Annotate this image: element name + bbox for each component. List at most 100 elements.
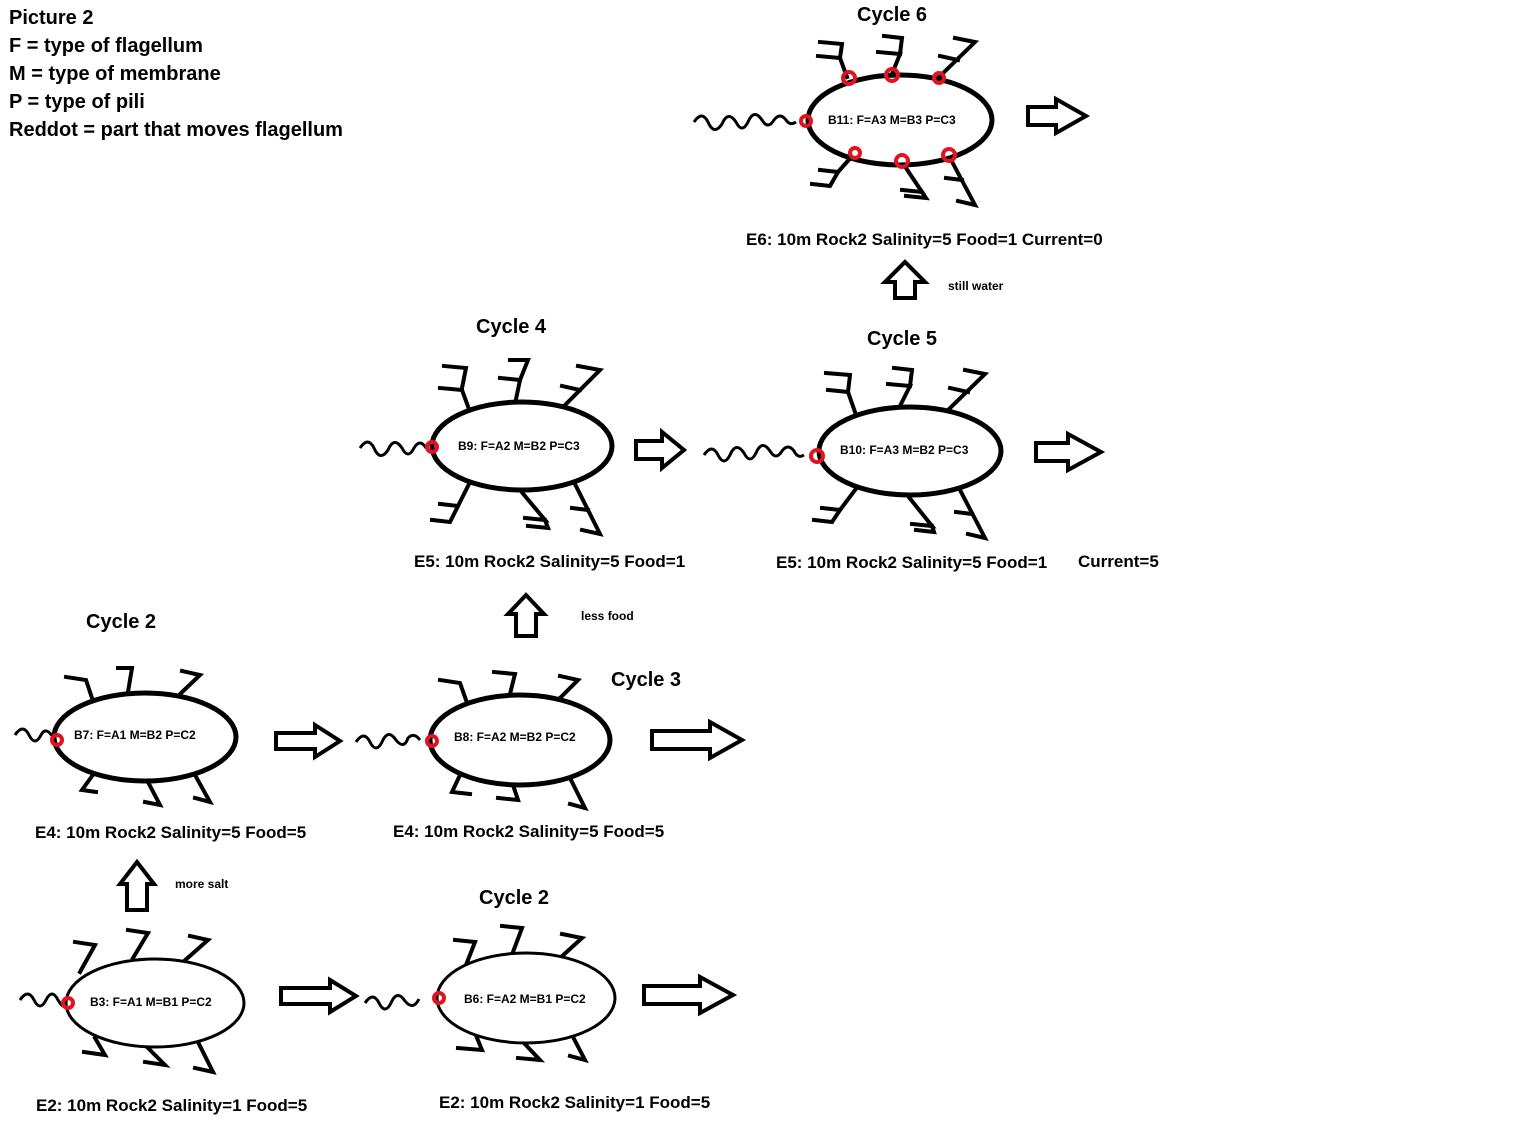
pilus (823, 370, 853, 395)
env-e5-right: E5: 10m Rock2 Salinity=5 Food=1 (776, 553, 1047, 572)
cycle-2-bottom: Cycle 2 (479, 887, 549, 909)
pilus (953, 509, 975, 517)
legend-title: Picture 2 (9, 7, 93, 29)
pilus (455, 1030, 486, 1053)
pilus (448, 772, 473, 797)
arrow-right-icon (650, 718, 747, 762)
motor-dot (50, 733, 64, 747)
membrane (429, 399, 615, 493)
legend-flagellum: F = type of flagellum (9, 35, 203, 57)
pilus (557, 931, 587, 961)
env-e4-left: E4: 10m Rock2 Salinity=5 Food=5 (35, 823, 306, 842)
flagellum (18, 992, 68, 1008)
arrow-up-icon (503, 592, 549, 638)
pilus (825, 387, 858, 415)
pilus (819, 487, 858, 513)
pilus (437, 479, 473, 509)
pilus (567, 775, 589, 812)
pilus (559, 383, 583, 393)
arrow-right-icon (279, 976, 360, 1016)
pilus (63, 674, 95, 701)
transition-still-water: still water (948, 279, 1004, 293)
bacterium-b11: B11: F=A3 M=B3 P=C3 (692, 33, 995, 208)
pilus (817, 39, 845, 61)
pilus (885, 381, 914, 409)
pilus (180, 933, 213, 965)
pilus (429, 503, 461, 525)
pilus (78, 769, 99, 795)
pilus (946, 153, 979, 208)
pilus (891, 365, 915, 389)
pilus (569, 505, 591, 513)
pilus (499, 923, 525, 955)
env-e5-left: E5: 10m Rock2 Salinity=5 Food=1 (414, 552, 685, 571)
flagellum (702, 444, 805, 463)
motor-dot (894, 153, 910, 169)
legend: Picture 2 F = type of flagellum M = type… (9, 7, 343, 141)
pilus (125, 927, 152, 961)
bacterium-b9: B9: F=A2 M=B2 P=C3 (358, 358, 615, 537)
pilus (567, 1032, 589, 1064)
membrane (427, 692, 613, 788)
pilus (881, 33, 905, 57)
flagellum (692, 113, 797, 131)
pilus (437, 385, 473, 415)
cell-label-b3: B3: F=A1 M=B1 P=C2 (90, 995, 212, 1009)
pilus (495, 779, 521, 803)
cell-label-b7: B7: F=A1 M=B2 P=C2 (74, 728, 196, 742)
membrane (435, 951, 617, 1045)
pilus (935, 35, 980, 81)
motor-dot (941, 147, 957, 163)
pilus (555, 673, 582, 703)
motor-dot (61, 996, 75, 1010)
motor-dot (425, 440, 439, 454)
pilus (192, 772, 215, 806)
bacterium-b7: B7: F=A1 M=B2 P=C2 (13, 666, 239, 808)
env-e4-right: E4: 10m Rock2 Salinity=5 Food=5 (393, 822, 664, 841)
pilus (903, 189, 931, 201)
cell-label-b10: B10: F=A3 M=B2 P=C3 (840, 443, 969, 457)
membrane (64, 957, 246, 1049)
pilus (116, 666, 135, 695)
bacterium-b10: B10: F=A3 M=B2 P=C3 (702, 365, 1004, 541)
pilus (81, 1035, 109, 1058)
transition-more-salt: more salt (175, 877, 228, 891)
motor-dot (809, 448, 825, 464)
flagellum (363, 994, 421, 1011)
pilus (491, 669, 518, 697)
pilus (943, 175, 965, 183)
pilus (441, 363, 469, 391)
pilus (957, 487, 989, 541)
motor-dot (425, 734, 439, 748)
flagellum (358, 440, 428, 457)
pilus (175, 668, 205, 699)
pilus (142, 1045, 171, 1068)
cell-label-b9: B9: F=A2 M=B2 P=C3 (458, 439, 580, 453)
cycle-5: Cycle 5 (867, 328, 937, 350)
pilus (572, 481, 604, 537)
cell-label-b8: B8: F=A2 M=B2 P=C2 (454, 730, 576, 744)
cell-label-b6: B6: F=A2 M=B1 P=C2 (464, 992, 586, 1006)
env-e2-left: E2: 10m Rock2 Salinity=1 Food=5 (36, 1096, 307, 1115)
bacterium-b6: B6: F=A2 M=B1 P=C2 (363, 923, 617, 1064)
pilus (452, 937, 478, 968)
pilus (192, 1039, 217, 1075)
pilus (508, 358, 531, 383)
arrow-right-icon (642, 973, 738, 1017)
pilus (945, 367, 990, 413)
cycle-3: Cycle 3 (611, 669, 681, 691)
arrow-up-icon (880, 259, 930, 300)
pilus (809, 169, 841, 189)
pilus (72, 939, 99, 975)
env-e5-right-current: Current=5 (1078, 552, 1159, 571)
pilus (437, 677, 469, 703)
motor-dot (799, 114, 813, 128)
pilus (515, 1039, 546, 1063)
pilus (947, 385, 971, 395)
arrow-right-icon (634, 427, 688, 473)
motor-dot (848, 146, 862, 160)
pilus (525, 517, 552, 531)
legend-pili: P = type of pili (9, 91, 145, 113)
pilus (557, 363, 605, 413)
